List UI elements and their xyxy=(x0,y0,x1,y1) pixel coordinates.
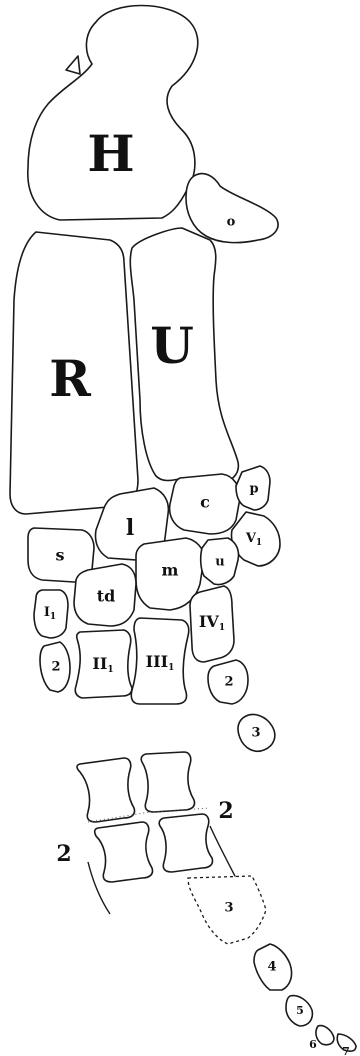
ulna-label: U xyxy=(150,316,194,375)
bracket-right xyxy=(210,826,238,882)
bone-o-label: o xyxy=(227,215,236,230)
digit-iii-phalanx-lower xyxy=(159,814,212,872)
digit-ii-phalanx-lower xyxy=(95,822,153,882)
humerus-bone xyxy=(28,6,198,221)
digit-phalanx-4-label: 4 xyxy=(267,960,276,975)
carpal-l-label: l xyxy=(126,515,134,541)
digit-iii-label-right: 2 xyxy=(218,798,233,824)
digit-phalanx-6 xyxy=(316,1026,334,1045)
digit-phalanx-6-label: 6 xyxy=(309,1038,317,1051)
digit-phalanx-3-dashed-label: 3 xyxy=(224,901,233,916)
humerus-spur xyxy=(66,56,80,74)
digit-phalanx-5-label: 5 xyxy=(296,1004,304,1017)
radius-label: R xyxy=(49,349,91,408)
digit-iii-phalanx-upper xyxy=(141,752,194,812)
digit-phalanx-7-label: 7 xyxy=(342,1045,350,1056)
digit-ii-label-left: 2 xyxy=(56,841,71,867)
digit-ii-phalanx-upper xyxy=(77,758,135,822)
carpal-u-label: u xyxy=(215,555,224,570)
carpal-m-label: m xyxy=(162,561,179,580)
carpal-p-label: p xyxy=(249,482,258,497)
humerus-label: H xyxy=(87,124,134,183)
carpal-c-label: c xyxy=(200,493,210,512)
carpal-td-label: td xyxy=(97,587,116,606)
digit-iv-phalanx-3-label: 3 xyxy=(251,726,260,741)
bone-o xyxy=(186,174,278,243)
digit-i-phalanx-2-label: 2 xyxy=(51,660,60,675)
carpal-s-label: s xyxy=(55,546,64,565)
digit-iv-phalanx-2-label: 2 xyxy=(224,675,233,690)
